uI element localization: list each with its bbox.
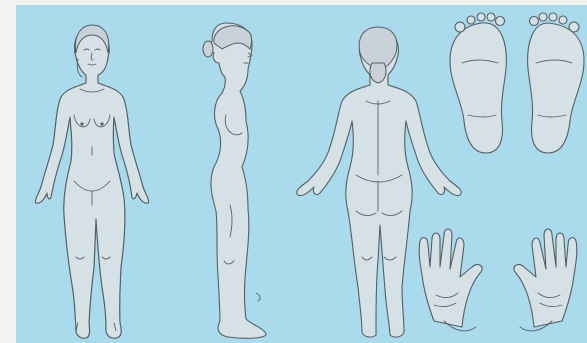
- body-chart-canvas: [16, 5, 587, 343]
- palms-of-hands: [419, 229, 577, 331]
- soles-of-feet: [450, 13, 584, 153]
- front-view: [35, 25, 148, 338]
- left-sole: [450, 13, 506, 153]
- body-chart-drawing: [16, 5, 587, 343]
- left-palm: [419, 229, 482, 331]
- right-palm: [514, 229, 577, 331]
- right-sole: [528, 13, 584, 153]
- side-view: [203, 23, 266, 338]
